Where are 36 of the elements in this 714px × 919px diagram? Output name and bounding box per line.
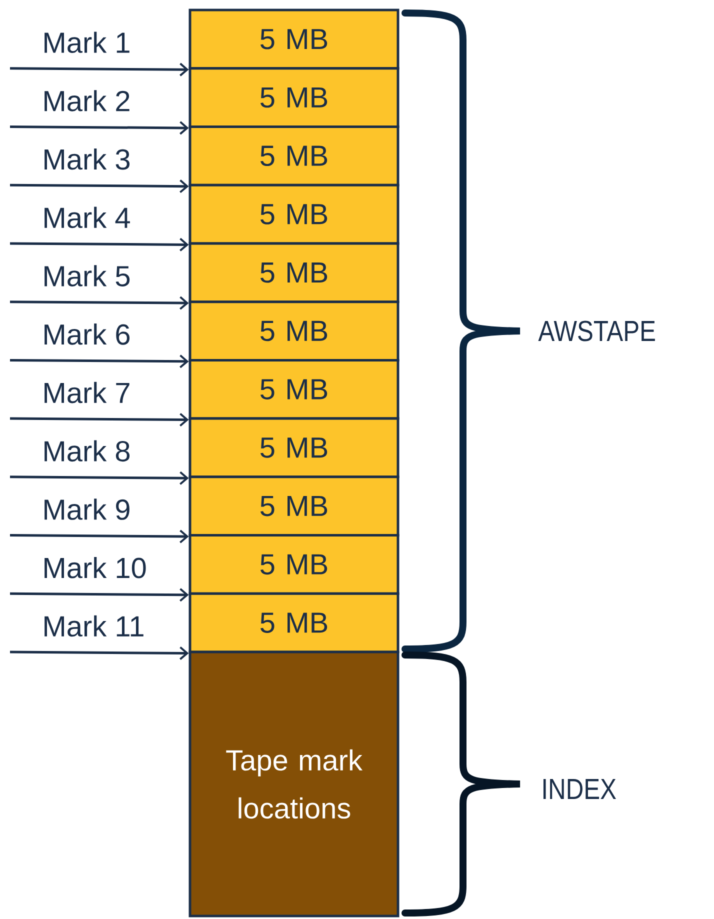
edge-label: Mark 2 (44, 90, 130, 112)
memory-block: 5 MB (188, 126, 400, 186)
brace-label: INDEX (543, 779, 616, 799)
memory-block: 5 MB (188, 358, 400, 420)
edge-label: Mark 6 (44, 324, 130, 345)
memory-block: 5 MB (188, 242, 400, 304)
memory-block: 5 MB (188, 417, 400, 478)
edge-label: Mark 11 (44, 615, 144, 637)
memory-block: 5 MB (188, 534, 400, 595)
edge-label: Mark 8 (44, 440, 130, 462)
memory-block: 5 MB (188, 476, 400, 537)
index-block: Tape mark locations (188, 650, 400, 918)
memory-block: 5 MB (188, 8, 400, 70)
arrow (10, 646, 189, 660)
edge-label: Mark 3 (44, 148, 130, 170)
edge-label: Mark 5 (44, 265, 130, 286)
arrow (10, 180, 189, 194)
arrow (10, 412, 189, 426)
arrow (10, 121, 189, 135)
edge-label: Mark 9 (44, 498, 130, 520)
memory-block: 5 MB (188, 184, 400, 245)
memory-block: 5 MB (188, 67, 400, 128)
edge-label: Mark 7 (44, 382, 130, 404)
arrow (10, 62, 189, 76)
brace-label: AWSTAPE (538, 320, 655, 342)
edge-label: Mark 1 (44, 32, 130, 54)
arrow (10, 471, 189, 485)
arrow (10, 530, 189, 544)
edge-label: Mark 10 (44, 557, 146, 578)
arrow (10, 296, 189, 310)
arrow (10, 354, 189, 368)
memory-block: 5 MB (188, 300, 400, 362)
memory-block: 5 MB (188, 592, 400, 654)
edge-label: Mark 4 (44, 206, 130, 228)
arrow (10, 588, 189, 602)
arrow (10, 238, 189, 252)
